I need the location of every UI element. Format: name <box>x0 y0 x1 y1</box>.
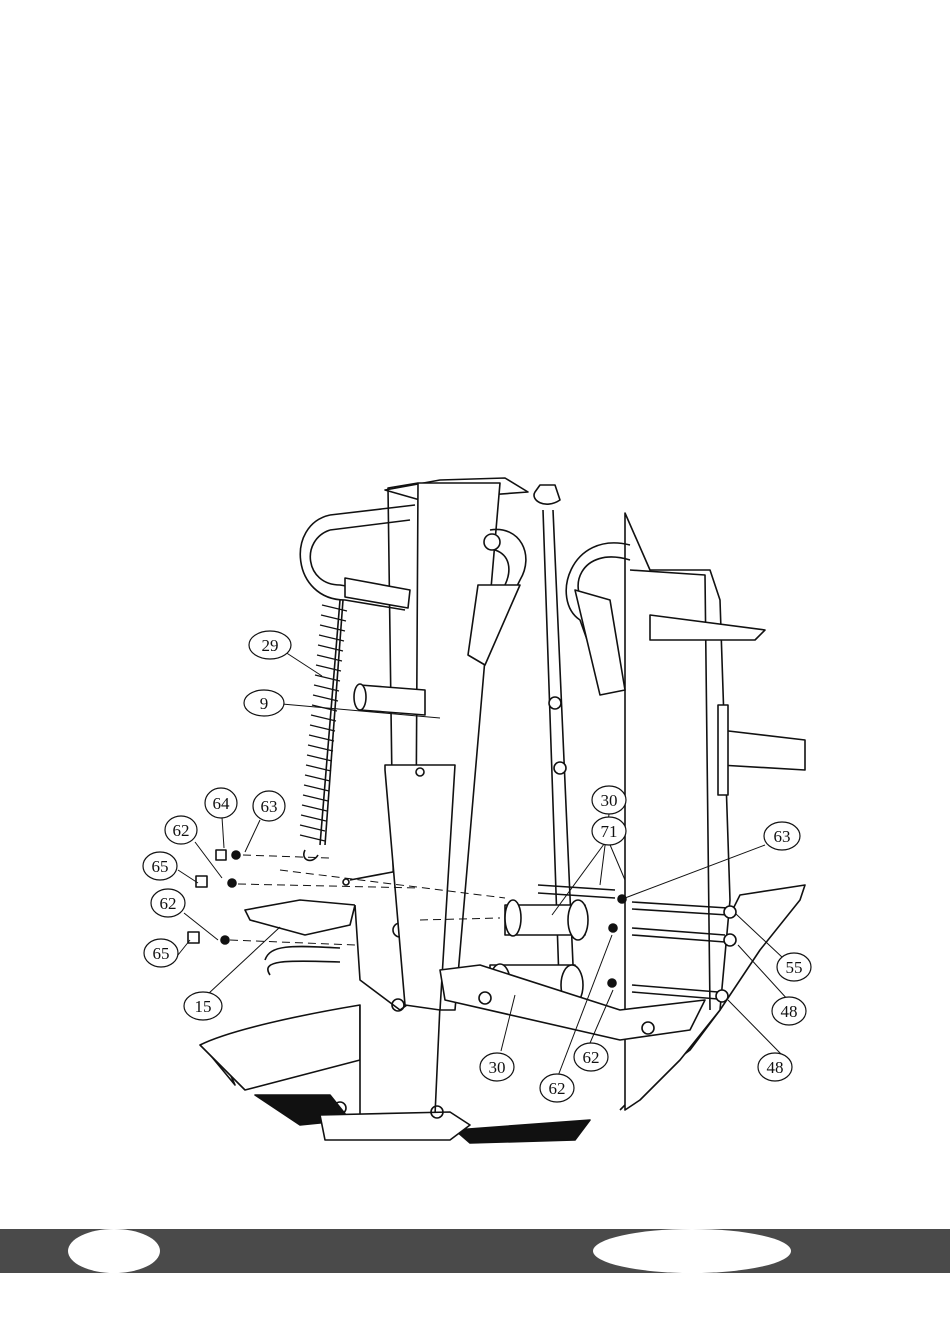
spring-29 <box>320 600 343 845</box>
svg-text:63: 63 <box>261 797 278 816</box>
callout-62-left-bottom: 62 <box>151 889 185 917</box>
svg-text:48: 48 <box>781 1002 798 1021</box>
svg-text:71: 71 <box>601 822 618 841</box>
svg-text:15: 15 <box>195 997 212 1016</box>
svg-text:9: 9 <box>260 694 269 713</box>
callout-48-top: 48 <box>772 997 806 1025</box>
callout-65-left-top: 65 <box>143 852 177 880</box>
callout-64: 64 <box>205 788 237 818</box>
svg-text:64: 64 <box>213 794 231 813</box>
callout-30-bottom: 30 <box>480 1053 514 1081</box>
callout-63-left: 63 <box>253 791 285 821</box>
footer-page-number-left <box>68 1229 160 1273</box>
svg-text:30: 30 <box>601 791 618 810</box>
svg-text:29: 29 <box>262 636 279 655</box>
callout-63-right: 63 <box>764 822 800 850</box>
callout-62-left-top: 62 <box>165 816 197 844</box>
svg-text:62: 62 <box>173 821 190 840</box>
svg-text:62: 62 <box>549 1079 566 1098</box>
callout-62-bottom-right: 62 <box>574 1043 608 1071</box>
svg-text:55: 55 <box>786 958 803 977</box>
svg-text:48: 48 <box>767 1058 784 1077</box>
callout-62-bottom-left: 62 <box>540 1074 574 1102</box>
svg-text:30: 30 <box>489 1058 506 1077</box>
callout-55: 55 <box>777 953 811 981</box>
svg-text:62: 62 <box>583 1048 600 1067</box>
callout-71: 71 <box>592 817 626 845</box>
svg-text:62: 62 <box>160 894 177 913</box>
svg-text:63: 63 <box>774 827 791 846</box>
callout-30-top: 30 <box>592 786 626 814</box>
svg-text:65: 65 <box>153 944 170 963</box>
callout-15: 15 <box>184 992 222 1020</box>
svg-text:65: 65 <box>152 857 169 876</box>
callout-29: 29 <box>249 631 291 659</box>
callout-48-bottom: 48 <box>758 1053 792 1081</box>
callout-9: 9 <box>244 690 284 716</box>
footer-page-number-right <box>593 1229 791 1273</box>
callout-65-left-bottom: 65 <box>144 939 178 967</box>
